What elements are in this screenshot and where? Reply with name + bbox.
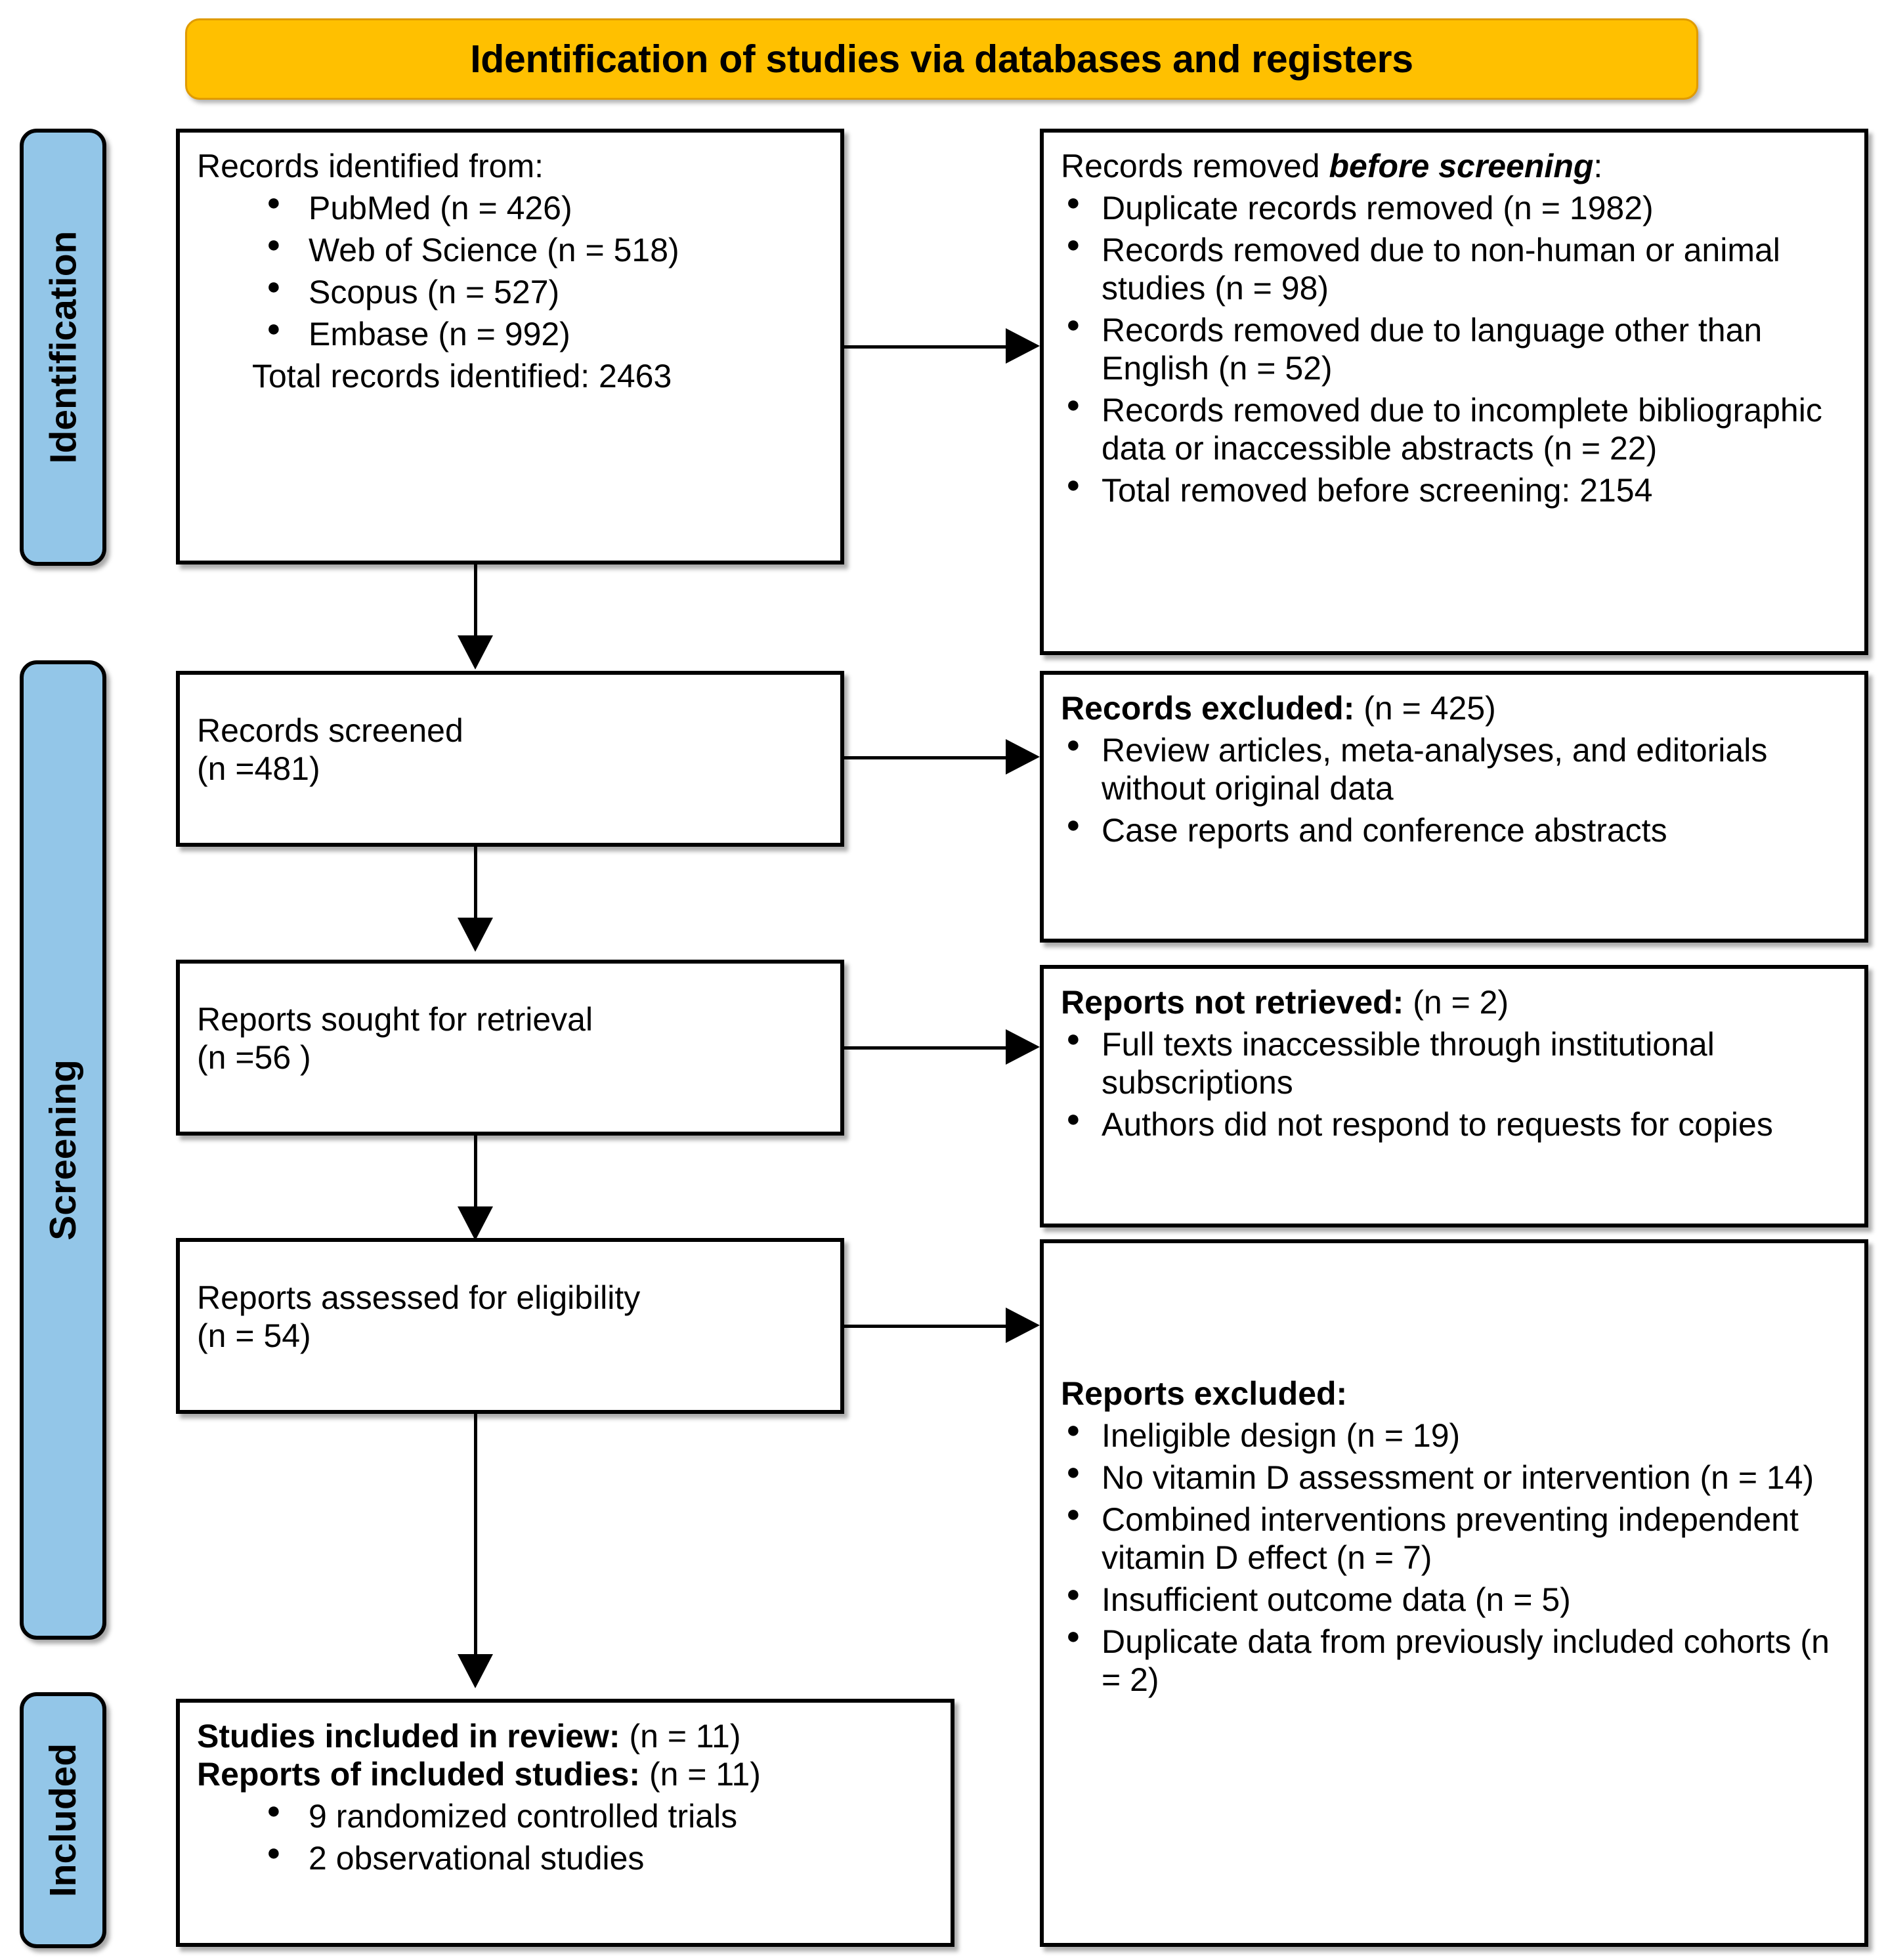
stage-bar-screening: Screening (20, 660, 106, 1640)
records-identified-source-list: PubMed (n = 426) Web of Science (n = 518… (252, 186, 823, 395)
connector-identified-to-screened (474, 565, 477, 638)
reports-included-line2: Reports of included studies: (n = 11) (197, 1755, 933, 1793)
connector-sought-to-not-retrieved (844, 1046, 1007, 1050)
reports-not-retrieved-lead-bold: Reports not retrieved: (1061, 984, 1404, 1021)
list-item: Duplicate data from previously included … (1061, 1620, 1847, 1699)
list-item: PubMed (n = 426) (252, 186, 823, 227)
reports-not-retrieved-list: Full texts inaccessible through institut… (1061, 1023, 1847, 1143)
box-reports-excluded-eligibility: Reports excluded: Ineligible design (n =… (1040, 1239, 1868, 1947)
list-item: Case reports and conference abstracts (1061, 809, 1847, 849)
list-item: 9 randomized controlled trials (252, 1795, 933, 1835)
list-item: Records removed due to language other th… (1061, 309, 1847, 387)
stage-label-identification: Identification (42, 230, 85, 464)
arrowhead-down-icon (458, 635, 493, 670)
arrowhead-down-icon (458, 918, 493, 952)
reports-excluded-lead: Reports excluded: (1061, 1375, 1348, 1412)
list-item: Web of Science (n = 518) (252, 228, 823, 269)
records-removed-lead: Records removed before screening: (1061, 147, 1847, 185)
list-item: Ineligible design (n = 19) (1061, 1414, 1847, 1455)
box-reports-sought-for-retrieval: Reports sought for retrieval (n =56 ) (176, 960, 844, 1136)
studies-included-label: Studies included in review: (197, 1718, 620, 1755)
connector-sought-to-assessed (474, 1136, 477, 1209)
reports-included-label: Reports of included studies: (197, 1756, 641, 1793)
studies-included-breakdown-list: 9 randomized controlled trials 2 observa… (252, 1795, 933, 1877)
box-reports-not-retrieved: Reports not retrieved: (n = 2) Full text… (1040, 965, 1868, 1227)
reports-included-count: (n = 11) (640, 1756, 761, 1793)
reports-not-retrieved-lead: Reports not retrieved: (n = 2) (1061, 983, 1847, 1021)
list-item: Embase (n = 992) (252, 312, 823, 353)
list-item: Insufficient outcome data (n = 5) (1061, 1578, 1847, 1619)
records-screened-label: Records screened (197, 712, 463, 749)
stage-bar-identification: Identification (20, 129, 106, 566)
records-identified-total: Total records identified: 2463 (252, 358, 672, 394)
records-removed-lead-normal: Records removed (1061, 148, 1329, 184)
reports-sought-count: (n =56 ) (197, 1039, 311, 1076)
reports-assessed-count: (n = 54) (197, 1317, 311, 1354)
stage-label-screening: Screening (42, 1059, 84, 1241)
records-screened-count: (n =481) (197, 750, 320, 787)
box-records-removed-before-screening: Records removed before screening: Duplic… (1040, 129, 1868, 655)
records-excluded-list: Review articles, meta-analyses, and edit… (1061, 729, 1847, 849)
box-records-screened: Records screened (n =481) (176, 671, 844, 847)
list-item: Records removed due to incomplete biblio… (1061, 389, 1847, 467)
records-identified-lead: Records identified from: (197, 148, 544, 184)
stage-label-included: Included (42, 1743, 85, 1898)
diagram-header-banner: Identification of studies via databases … (185, 18, 1698, 100)
connector-screened-to-excluded (844, 756, 1007, 759)
arrowhead-right-icon (1006, 1308, 1040, 1343)
list-item: 2 observational studies (252, 1837, 933, 1877)
list-item: Authors did not respond to requests for … (1061, 1103, 1847, 1143)
reports-not-retrieved-count: (n = 2) (1404, 984, 1509, 1021)
list-item: Total removed before screening: 2154 (1061, 469, 1847, 509)
list-item: Full texts inaccessible through institut… (1061, 1023, 1847, 1101)
records-excluded-count: (n = 425) (1354, 690, 1496, 727)
box-studies-included: Studies included in review: (n = 11) Rep… (176, 1699, 954, 1947)
reports-sought-label: Reports sought for retrieval (197, 1001, 593, 1038)
stage-bar-included: Included (20, 1692, 106, 1948)
studies-included-count: (n = 11) (620, 1718, 741, 1755)
connector-screened-to-sought (474, 847, 477, 920)
list-item: Review articles, meta-analyses, and edit… (1061, 729, 1847, 807)
list-item: Scopus (n = 527) (252, 270, 823, 311)
connector-identified-to-removed (844, 345, 1007, 349)
records-removed-lead-italic: before screening (1329, 148, 1594, 184)
list-item: Combined interventions preventing indepe… (1061, 1498, 1847, 1577)
reports-excluded-list: Ineligible design (n = 19) No vitamin D … (1061, 1414, 1847, 1699)
box-records-excluded-screening: Records excluded: (n = 425) Review artic… (1040, 671, 1868, 943)
arrowhead-right-icon (1006, 739, 1040, 775)
list-item: No vitamin D assessment or intervention … (1061, 1456, 1847, 1497)
records-excluded-lead-bold: Records excluded: (1061, 690, 1355, 727)
arrowhead-down-icon (458, 1206, 493, 1241)
connector-assessed-to-excluded (844, 1325, 1007, 1328)
box-records-identified: Records identified from: PubMed (n = 426… (176, 129, 844, 565)
connector-assessed-to-included (474, 1414, 477, 1657)
records-removed-list: Duplicate records removed (n = 1982) Rec… (1061, 186, 1847, 509)
box-reports-assessed-for-eligibility: Reports assessed for eligibility (n = 54… (176, 1238, 844, 1414)
arrowhead-right-icon (1006, 328, 1040, 364)
studies-included-line1: Studies included in review: (n = 11) (197, 1717, 933, 1755)
list-item: Duplicate records removed (n = 1982) (1061, 186, 1847, 227)
arrowhead-right-icon (1006, 1029, 1040, 1065)
records-excluded-lead: Records excluded: (n = 425) (1061, 689, 1847, 727)
page-title: Identification of studies via databases … (470, 37, 1413, 81)
records-removed-lead-tail: : (1593, 148, 1603, 184)
list-item: Records removed due to non-human or anim… (1061, 228, 1847, 307)
arrowhead-down-icon (458, 1654, 493, 1688)
reports-assessed-label: Reports assessed for eligibility (197, 1279, 641, 1316)
